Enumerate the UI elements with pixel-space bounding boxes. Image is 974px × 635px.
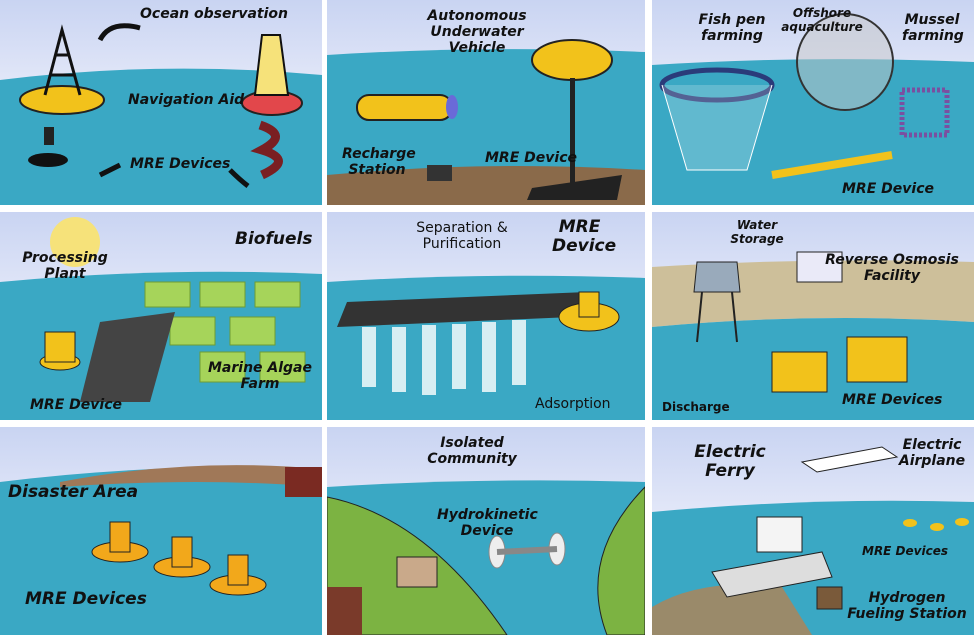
- label-mre-device: MRE Device: [485, 150, 577, 166]
- panel-community: Isolated Community Hydrokinetic Device: [327, 427, 645, 635]
- panel-minerals: Separation & Purification MRE Device Ads…: [327, 212, 645, 420]
- observation-buoy: [19, 24, 105, 167]
- label-mre-device: MRE Device: [30, 397, 122, 413]
- label-disaster-area: Disaster Area: [8, 482, 139, 502]
- label-electric-airplane: Electric Airplane: [898, 437, 966, 469]
- label-adsorption: Adsorption: [535, 396, 611, 412]
- label-fish-pen-farming: Fish pen farming: [698, 12, 766, 44]
- label-recharge-station: Recharge Station: [342, 146, 416, 178]
- label-biofuels: Biofuels: [235, 229, 313, 249]
- label-water-storage: Water Storage: [730, 218, 784, 246]
- label-mre-device: MRE Device: [552, 217, 617, 256]
- label-ocean-observation: Ocean observation: [140, 6, 289, 22]
- biofuels-illustration: [0, 217, 322, 420]
- recharge-station: [427, 165, 452, 181]
- disaster-illustration: [0, 465, 322, 635]
- label-separation-purification: Separation & Purification: [416, 220, 508, 252]
- transport-illustration: [652, 446, 974, 635]
- label-processing-plant: Processing Plant: [22, 250, 108, 282]
- label-navigation-aid: Navigation Aid: [128, 92, 245, 108]
- navigation-buoy: [241, 34, 303, 180]
- label-hydrokinetic-device: Hydrokinetic Device: [437, 507, 538, 539]
- label-mre-devices: MRE Devices: [842, 392, 943, 408]
- label-isolated-community: Isolated Community: [427, 435, 517, 467]
- label-hydrogen-fueling-station: Hydrogen Fueling Station: [847, 590, 967, 622]
- desalination-illustration: [652, 251, 974, 420]
- label-electric-ferry: Electric Ferry: [694, 442, 766, 481]
- auv-illustration: [327, 39, 645, 205]
- ocean-observation-illustration: [0, 23, 322, 205]
- panel-ocean-observation: Ocean observation Navigation Aid MRE Dev…: [0, 0, 322, 205]
- panel-auv: Autonomous Underwater Vehicle Recharge S…: [327, 0, 645, 205]
- label-autonomous-underwater-vehicle: Autonomous Underwater Vehicle: [427, 8, 527, 56]
- aquaculture-illustration: [652, 13, 974, 205]
- label-mre-devices: MRE Devices: [862, 544, 948, 558]
- label-marine-algae-farm: Marine Algae Farm: [207, 360, 312, 392]
- panel-aquaculture: Fish pen farming Offshore aquaculture Mu…: [652, 0, 974, 205]
- processing-plant: [80, 312, 175, 402]
- label-discharge: Discharge: [662, 400, 730, 414]
- label-mre-device: MRE Device: [842, 181, 934, 197]
- label-mussel-farming: Mussel farming: [902, 12, 964, 44]
- panel-disaster: Disaster Area MRE Devices: [0, 427, 322, 635]
- panel-transport: Electric Ferry Electric Airplane MRE Dev…: [652, 427, 974, 635]
- minerals-illustration: [327, 275, 645, 420]
- label-mre-devices: MRE Devices: [130, 156, 231, 172]
- panel-biofuels: Biofuels Processing Plant MRE Device Mar…: [0, 212, 322, 420]
- label-offshore-aquaculture: Offshore aquaculture: [781, 6, 863, 34]
- label-mre-devices: MRE Devices: [25, 589, 147, 609]
- label-reverse-osmosis-facility: Reverse Osmosis Facility: [825, 252, 959, 284]
- auv-vehicle: [356, 94, 453, 121]
- community-illustration: [327, 480, 645, 635]
- panel-desalination: Water Storage Reverse Osmosis Facility D…: [652, 212, 974, 420]
